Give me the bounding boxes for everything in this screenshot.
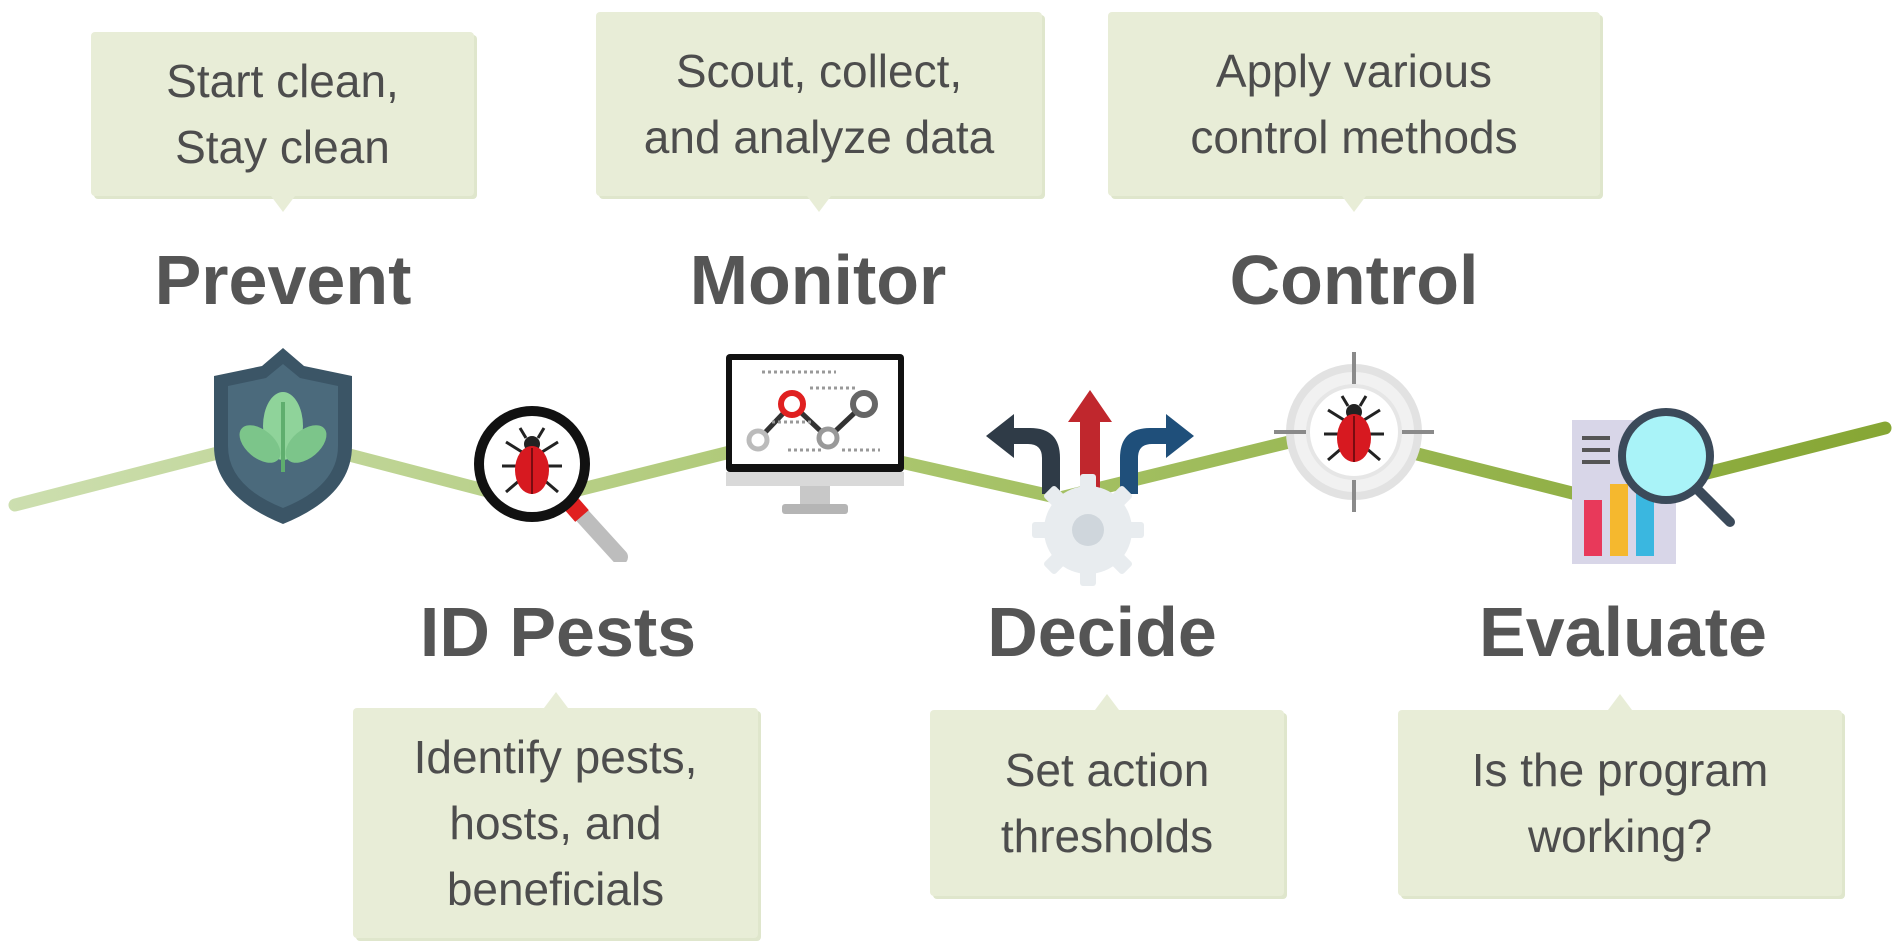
id-pests-description-line-3: beneficials xyxy=(446,863,665,915)
monitor-chart-icon xyxy=(726,354,904,514)
id-pests-description-line-2: hosts, and xyxy=(449,797,662,849)
decide-callout: Set action thresholds xyxy=(930,694,1284,896)
monitor-title: Monitor xyxy=(689,241,947,319)
evaluate-description-line-2: working? xyxy=(1527,810,1713,862)
monitor-description-line-2: and analyze data xyxy=(643,111,995,163)
prevent-callout: Start clean, Stay clean xyxy=(91,32,474,212)
evaluate-description-line-1: Is the program xyxy=(1471,744,1769,796)
id-pests-title: ID Pests xyxy=(419,593,697,671)
decide-title: Decide xyxy=(987,593,1217,671)
decide-description-line-1: Set action xyxy=(1004,744,1210,796)
monitor-callout: Scout, collect, and analyze data xyxy=(596,12,1042,212)
control-title: Control xyxy=(1229,241,1479,319)
evaluate-callout: Is the program working? xyxy=(1398,694,1842,896)
decide-description-line-2: thresholds xyxy=(1000,810,1214,862)
id-pests-callout: Identify pests, hosts, and beneficials xyxy=(353,692,758,938)
prevent-description-line-1: Start clean, xyxy=(166,55,399,107)
id-pests-description-line-1: Identify pests, xyxy=(413,731,698,783)
control-description-line-1: Apply various xyxy=(1215,45,1493,97)
control-callout: Apply various control methods xyxy=(1108,12,1600,212)
control-description-line-2: control methods xyxy=(1190,111,1518,163)
magnifier-bug-icon xyxy=(474,406,628,562)
evaluate-title: Evaluate xyxy=(1479,593,1767,671)
report-magnifier-icon xyxy=(1572,408,1735,564)
shield-leaf-icon xyxy=(214,348,352,524)
monitor-description-line-1: Scout, collect, xyxy=(675,45,963,97)
prevent-description-line-2: Stay clean xyxy=(175,121,390,173)
target-bug-icon xyxy=(1274,352,1434,512)
prevent-title: Prevent xyxy=(154,241,412,319)
arrows-gear-icon xyxy=(986,390,1194,586)
